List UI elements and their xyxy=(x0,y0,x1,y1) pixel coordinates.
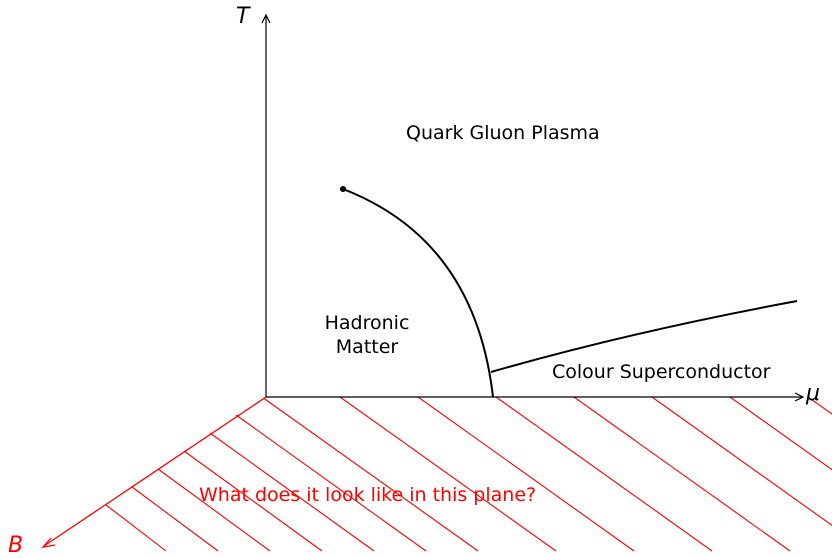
colour-superconductor-label: Colour Superconductor xyxy=(552,361,771,383)
hadronic-matter-label: Hadronic Matter xyxy=(312,311,422,359)
hatched-plane xyxy=(105,397,832,552)
quark-gluon-plasma-label: Quark Gluon Plasma xyxy=(406,122,600,144)
superconductor-boundary xyxy=(490,300,798,373)
t-axis-label: T xyxy=(236,4,250,29)
plane-question: What does it look like in this plane? xyxy=(199,484,537,506)
b-axis xyxy=(41,396,267,548)
b-axis-label: B xyxy=(8,533,24,558)
mu-axis-label: μ xyxy=(806,381,820,406)
mu-axis xyxy=(266,392,805,402)
hadronic-matter-line1: Hadronic xyxy=(324,312,410,334)
hadronic-qgp-boundary xyxy=(342,188,494,398)
hadronic-matter-line2: Matter xyxy=(335,336,399,358)
t-axis xyxy=(261,13,271,397)
critical-endpoint xyxy=(340,186,346,192)
